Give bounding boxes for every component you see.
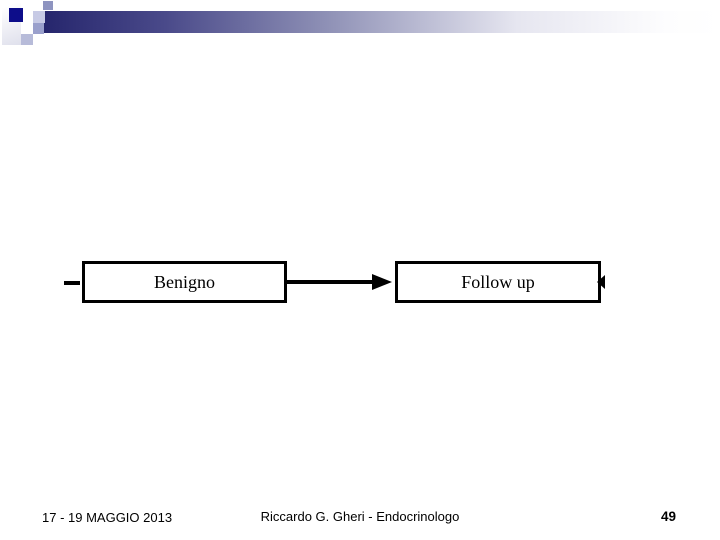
flowchart-box-followup-label: Follow up bbox=[461, 271, 535, 292]
decor-light-square-upper bbox=[33, 11, 45, 23]
incoming-right-arrow-head-icon bbox=[597, 275, 605, 289]
flowchart-box-benigno-label: Benigno bbox=[154, 271, 215, 292]
decor-medium-square bbox=[33, 23, 44, 34]
flowchart-box-followup: Follow up bbox=[395, 261, 601, 303]
decor-small-square-top bbox=[43, 1, 53, 10]
footer-page-number: 49 bbox=[661, 509, 677, 524]
flow-arrow-line bbox=[286, 280, 374, 284]
footer-author: Riccardo G. Gheri - Endocrinologo bbox=[260, 509, 460, 524]
flow-arrow-head-icon bbox=[372, 274, 392, 290]
header-gradient-bar bbox=[44, 11, 720, 33]
incoming-connector-line bbox=[64, 281, 80, 285]
decor-navy-square bbox=[9, 8, 23, 22]
flowchart-box-benigno: Benigno bbox=[82, 261, 287, 303]
footer-date: 17 - 19 MAGGIO 2013 bbox=[42, 510, 173, 525]
decor-light-square-lower bbox=[21, 34, 33, 45]
